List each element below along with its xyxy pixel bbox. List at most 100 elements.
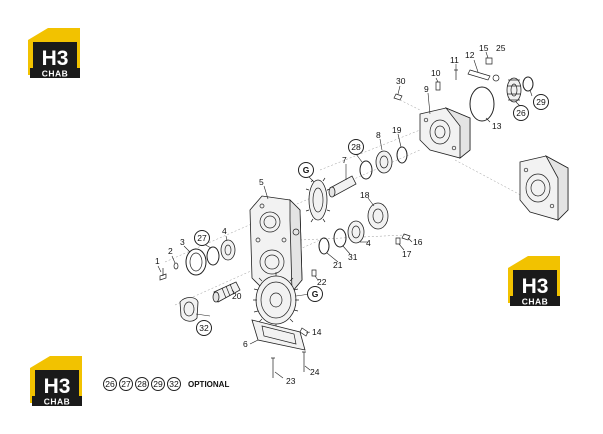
part-label-19: 19 bbox=[392, 125, 402, 135]
part-label-8: 8 bbox=[376, 130, 381, 140]
alignment-lines bbox=[164, 99, 531, 306]
callout-circle-g-upper bbox=[298, 162, 314, 178]
part-label-7: 7 bbox=[342, 155, 347, 165]
part-label-2: 2 bbox=[168, 246, 173, 256]
bolt-part-17 bbox=[395, 237, 401, 245]
logo-mid-right: H3 CHAB bbox=[508, 256, 560, 307]
bottom-plate-part-6 bbox=[251, 319, 306, 351]
o-ring-part-13 bbox=[469, 86, 495, 122]
part-label-6: 6 bbox=[243, 339, 248, 349]
legend-circle-32 bbox=[167, 377, 181, 391]
logo-bottom-left: H3 CHAB bbox=[30, 356, 82, 407]
callout-circle-29 bbox=[533, 94, 549, 110]
logo-name-text: CHAB bbox=[44, 397, 71, 407]
part-label-22: 22 bbox=[317, 277, 327, 287]
seal-part-21 bbox=[318, 237, 330, 255]
legend-optional-label: OPTIONAL bbox=[188, 380, 229, 389]
bolt-part-11 bbox=[454, 69, 458, 80]
part-label-9: 9 bbox=[424, 84, 429, 94]
leader-lines bbox=[157, 51, 533, 379]
callout-circle-g-lower bbox=[307, 286, 323, 302]
shaft-part-7 bbox=[328, 175, 357, 198]
housing-right-assembly bbox=[519, 154, 569, 221]
part-label-5: 5 bbox=[259, 177, 264, 187]
part-label-25: 25 bbox=[496, 43, 506, 53]
gear-spline-part-26 bbox=[506, 77, 522, 103]
part-label-17: 17 bbox=[402, 249, 412, 259]
part-label-21: 21 bbox=[333, 260, 343, 270]
callout-circle-32 bbox=[196, 320, 212, 336]
cover-part-18 bbox=[367, 202, 389, 230]
legend-circle-26 bbox=[103, 377, 117, 391]
seal-ring-part-3 bbox=[185, 248, 207, 276]
housing-cover-part-9 bbox=[419, 107, 471, 159]
logo-plate bbox=[513, 270, 557, 296]
pin-part-23 bbox=[271, 357, 275, 378]
logo-mark-text: H3 bbox=[522, 275, 549, 298]
bearing-right-bore bbox=[351, 225, 361, 239]
bearing-part-8 bbox=[375, 150, 393, 174]
bolt-part-12 bbox=[467, 69, 491, 81]
legend-item-26: 26 bbox=[105, 379, 115, 389]
washer-part-27 bbox=[206, 246, 220, 266]
legend-circle-29 bbox=[151, 377, 165, 391]
part-label-1: 1 bbox=[155, 256, 160, 266]
logo-name-text: CHAB bbox=[522, 297, 549, 307]
part-label-4-right: 4 bbox=[366, 238, 371, 248]
logo-name-plate bbox=[32, 396, 82, 406]
lower-gear-part-g bbox=[253, 272, 299, 328]
seal-ring-inner-part-3 bbox=[189, 252, 203, 272]
bolt-part-14 bbox=[299, 327, 309, 337]
bearing-part-8-bore bbox=[379, 155, 389, 169]
seal-part-31 bbox=[333, 228, 347, 248]
part-label-15: 15 bbox=[479, 43, 489, 53]
gear-housing-part-5 bbox=[249, 195, 303, 294]
callout-label-26: 26 bbox=[516, 108, 526, 118]
callout-label-32: 32 bbox=[199, 323, 209, 333]
callout-circle-26 bbox=[513, 105, 529, 121]
legend-item-32: 32 bbox=[169, 379, 179, 389]
part-label-31: 31 bbox=[348, 252, 358, 262]
logo-top-left: H3 CHAB bbox=[28, 28, 80, 79]
washer-part-12 bbox=[492, 74, 500, 82]
part-label-23: 23 bbox=[286, 376, 296, 386]
legend-item-27: 27 bbox=[121, 379, 131, 389]
part-label-20: 20 bbox=[232, 291, 242, 301]
callout-circle-27 bbox=[194, 230, 210, 246]
part-label-24: 24 bbox=[310, 367, 320, 377]
optional-legend: 26 27 28 29 32 OPTIONAL bbox=[103, 377, 229, 391]
part-label-12: 12 bbox=[465, 50, 475, 60]
logo-mark-text: H3 bbox=[42, 47, 69, 70]
bolt-part-16 bbox=[401, 233, 411, 241]
callout-label-29: 29 bbox=[536, 97, 546, 107]
legend-circle-27 bbox=[119, 377, 133, 391]
part-label-3: 3 bbox=[180, 237, 185, 247]
logo-name-text: CHAB bbox=[42, 69, 69, 79]
part-label-30: 30 bbox=[396, 76, 406, 86]
callout-label-28: 28 bbox=[351, 142, 361, 152]
small-washer-part-2 bbox=[173, 262, 179, 270]
part-label-4-left: 4 bbox=[222, 226, 227, 236]
part-label-11: 11 bbox=[450, 55, 459, 65]
bolt-part-30 bbox=[393, 93, 403, 101]
callout-label-g-upper: G bbox=[303, 165, 310, 175]
callout-label-g-lower: G bbox=[312, 289, 319, 299]
upper-gear-part-g bbox=[305, 177, 331, 223]
part-label-18: 18 bbox=[360, 190, 370, 200]
bearing-left-part-4 bbox=[220, 239, 236, 261]
part-label-13: 13 bbox=[492, 121, 502, 131]
logo-plate bbox=[33, 42, 77, 68]
callout-label-27: 27 bbox=[197, 233, 207, 243]
callout-circle-28 bbox=[348, 139, 364, 155]
logo-name-plate bbox=[510, 296, 560, 306]
legend-item-29: 29 bbox=[153, 379, 163, 389]
ring-part-29 bbox=[522, 76, 534, 92]
optional-callouts: 26 27 28 29 32 G G bbox=[194, 94, 549, 336]
ring-part-19 bbox=[396, 146, 408, 164]
part-label-10: 10 bbox=[431, 68, 441, 78]
logo-mark-text: H3 bbox=[44, 375, 71, 398]
bolt-part-22 bbox=[311, 269, 317, 277]
bolt-part-10 bbox=[435, 81, 441, 91]
part-label-14: 14 bbox=[312, 327, 322, 337]
